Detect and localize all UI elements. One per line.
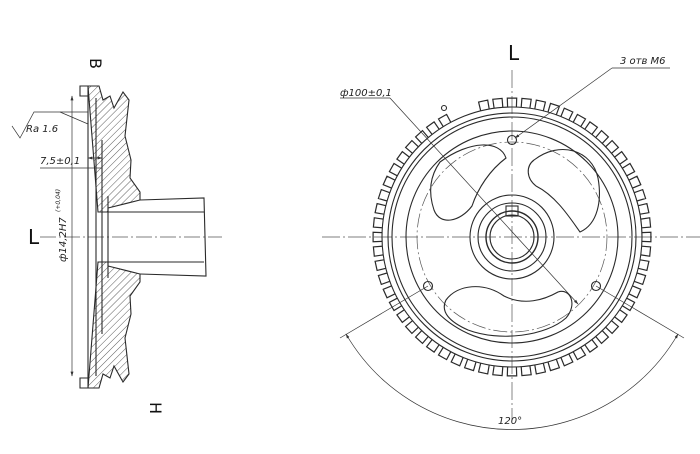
front-section-label: L [508, 41, 520, 65]
roughness-leader [59, 111, 89, 125]
angle-dim-label: 120° [498, 416, 522, 427]
bore-dim-group: ф14,2H7 (+0,04) [55, 189, 69, 262]
tooth-profile-bottom [79, 377, 88, 389]
side-label-top: В [86, 58, 105, 69]
bore-inner-circle [489, 214, 535, 260]
side-label-bottom: Н [146, 402, 165, 414]
keyway [505, 205, 519, 217]
tooth-profile-top [79, 85, 88, 97]
mount-hole-left [422, 280, 434, 292]
holes-note-label: 3 отв М6 [620, 56, 666, 67]
roughness-symbol [11, 111, 88, 139]
mount-hole-right [590, 280, 602, 292]
window-right [527, 149, 600, 233]
pcd-dim-line [389, 97, 579, 305]
hub-outer-circle [469, 194, 555, 280]
window-bottom [443, 286, 573, 337]
side-section-view [40, 85, 222, 389]
side-view-dimensions [11, 95, 103, 377]
angle-ext-right [595, 285, 685, 339]
mount-hole-top [506, 134, 518, 146]
angle-ext-left [339, 285, 429, 339]
rim-outer-circle [387, 112, 637, 362]
rim-step-circle [391, 116, 633, 358]
bore-dim-label: ф14,2H7 [58, 217, 69, 262]
window-left [430, 144, 507, 221]
lower-web-section [87, 261, 141, 389]
hub-outline [139, 197, 207, 277]
front-view [322, 70, 700, 420]
bore-tol-label: (+0,04) [55, 189, 62, 212]
offset-dim-label: 7,5±0,1 [40, 156, 80, 167]
bore-circle [485, 210, 539, 264]
tooth-root-circle [381, 106, 643, 368]
front-view-dimensions [339, 67, 685, 430]
angle-dim-arc [345, 333, 679, 430]
holes-leader-diag [514, 67, 613, 139]
pcd-dim-label: ф100±0,1 [340, 88, 392, 99]
side-section-label: L [28, 225, 40, 249]
web-circle [405, 130, 619, 344]
lightening-windows [430, 144, 600, 337]
trigger-wheel-teeth [372, 97, 652, 377]
pcd-circle [416, 141, 608, 333]
timing-mark [440, 104, 448, 112]
hub-mid-circle [477, 202, 547, 272]
roughness-label: Ra 1.6 [26, 124, 58, 135]
